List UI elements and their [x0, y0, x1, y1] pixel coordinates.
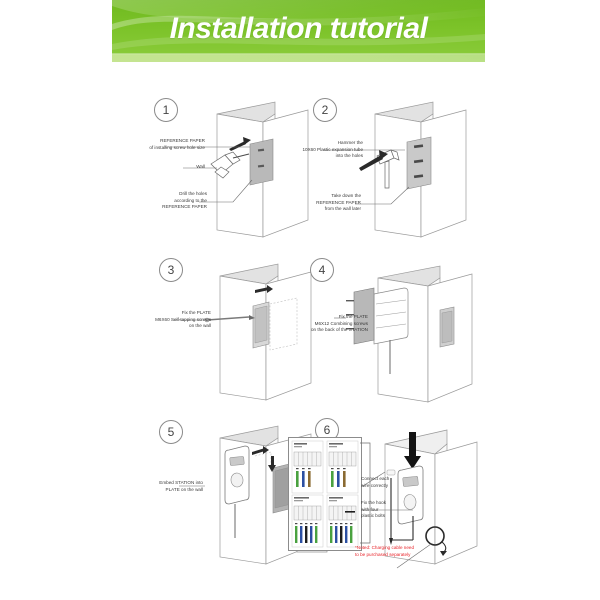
- wiring-quadrant-2: [326, 440, 359, 494]
- station-device-shape: [397, 465, 424, 525]
- step-1: 1: [145, 92, 320, 247]
- step-6-callout-fix-hook: Fix the hook with four plastic bolts: [361, 500, 387, 519]
- step-1-callout-drill: Drill the holes according to the REFEREN…: [162, 191, 207, 210]
- step-5-number: 5: [159, 420, 183, 444]
- step-1-callout-reference-paper: REFERENCE PAPER of installing screw hole…: [149, 138, 205, 150]
- step-3-callout-fix-plate: Fix the PLATE M6X60 Self-tapping screws …: [155, 310, 211, 329]
- page-title: Installation tutorial: [169, 12, 428, 45]
- step-3: 3: [145, 252, 325, 410]
- reference-paper-shape: [249, 138, 274, 186]
- step-2: 2: [295, 92, 475, 247]
- plate-motion-arrow: [255, 285, 273, 293]
- step-2-number: 2: [313, 98, 337, 122]
- step-6: 6: [285, 412, 485, 582]
- step-4-illustration: [334, 265, 473, 403]
- station-body-shape: [373, 287, 409, 374]
- wiring-quadrant-1: [291, 440, 324, 494]
- banner-artwork: [112, 0, 485, 62]
- wiring-reference-panel: [288, 437, 362, 551]
- step-2-callout-take-down: Take down the REFERENCE PAPER from the w…: [316, 193, 361, 212]
- wiring-panel-bracket: [360, 442, 371, 544]
- step-6-callout-charging-cable-note: *Noted: Charging cable need to be purcha…: [355, 545, 414, 557]
- embed-motion-arrows: [252, 446, 276, 472]
- step-5-callout-embed-station: Embed STATION into PLATE on the wall: [159, 480, 203, 492]
- step-2-callout-hammer: Hammer the 10X60 Plastic expansion tube …: [302, 140, 363, 159]
- station-device-shape: [224, 445, 250, 538]
- step-1-number: 1: [154, 98, 178, 122]
- page-header-banner: Installation tutorial: [112, 0, 485, 62]
- step-4-number: 4: [310, 258, 334, 282]
- wiring-quadrants: [291, 440, 359, 548]
- drill-motion-arrow: [229, 137, 251, 151]
- drill-tool-icon: [210, 151, 250, 179]
- install-down-arrow: [404, 432, 421, 469]
- step-6-callout-connect-wire: Connect each wire correctly: [361, 476, 390, 488]
- combining-screw-icons: [346, 300, 354, 330]
- step-3-illustration: [173, 263, 312, 401]
- step-1-illustration: [165, 101, 309, 238]
- charging-cable-hook: [425, 526, 447, 556]
- step-3-number: 3: [159, 258, 183, 282]
- wiring-quadrant-3: [291, 494, 324, 548]
- step-2-illustration: [323, 101, 467, 238]
- wiring-quadrant-4: [326, 494, 359, 548]
- step-1-callout-wall: Wall: [196, 164, 205, 169]
- hammer-icon: [376, 149, 400, 189]
- step-4-callout-fix-plate-station: Fix the PLATE M6X12 Combining screws on …: [310, 314, 368, 333]
- step-6-illustration: [341, 429, 478, 569]
- hammer-motion-arrow: [359, 150, 388, 171]
- step-4: 4: [300, 252, 485, 410]
